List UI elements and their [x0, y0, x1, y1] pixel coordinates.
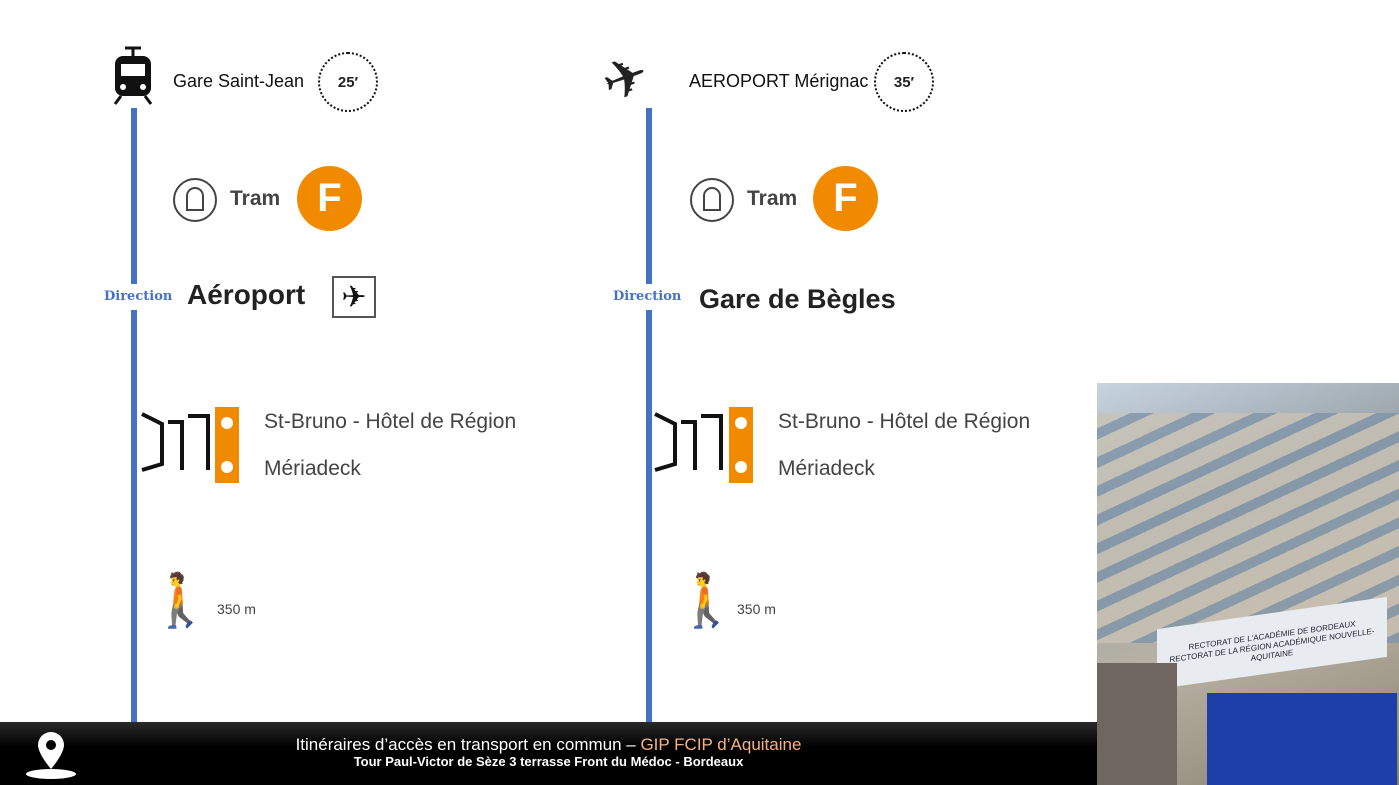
stop-name: St-Bruno - Hôtel de Région: [778, 410, 1031, 433]
duration: 25′: [337, 73, 359, 91]
map-pin-icon: [24, 730, 78, 785]
route-line: [646, 108, 652, 284]
pedestrian-icon: 🚶: [674, 572, 739, 630]
route-line: [131, 108, 137, 284]
route-line: [131, 310, 137, 722]
line-badge: F: [297, 166, 362, 231]
building-photo: RECTORAT DE L'ACADÉMIE DE BORDEAUX RECTO…: [1097, 383, 1399, 785]
metro-tram-icon: [651, 410, 726, 485]
stops-bar: [729, 407, 753, 483]
tram-icon: [690, 178, 734, 222]
walk-distance: 350 m: [737, 601, 776, 617]
pedestrian-icon: 🚶: [148, 572, 213, 630]
destination: Gare de Bègles: [699, 284, 896, 314]
walk-distance: 350 m: [217, 601, 256, 617]
footer-title: Itinéraires d’accès en transport en comm…: [295, 735, 641, 754]
destination: Aéroport: [187, 279, 306, 310]
airplane-icon: ✈: [594, 43, 658, 115]
route-line: [646, 310, 652, 722]
origin-station: AEROPORT Mérignac: [689, 71, 869, 91]
line-badge: F: [813, 166, 878, 231]
metro-tram-icon: [138, 410, 213, 485]
origin-station: Gare Saint-Jean: [173, 71, 305, 91]
tram-icon: [173, 178, 217, 222]
direction-label: Direction: [104, 289, 173, 304]
direction-label: Direction: [613, 289, 682, 304]
stop-name: St-Bruno - Hôtel de Région: [264, 410, 517, 433]
duration-clock: 35′: [874, 52, 934, 112]
footer-address: Tour Paul-Victor de Sèze 3 terrasse Fron…: [353, 754, 744, 769]
stop-name: Mériadeck: [264, 457, 361, 480]
mode-label: Tram: [230, 187, 281, 210]
mode-label: Tram: [747, 187, 798, 210]
stop-name: Mériadeck: [778, 457, 875, 480]
footer: Itinéraires d’accès en transport en comm…: [0, 722, 1097, 785]
footer-org: GIP FCIP d’Aquitaine: [640, 735, 802, 754]
stops-bar: [215, 407, 239, 483]
tram-front-icon: [111, 46, 155, 111]
duration-clock: 25′: [318, 52, 378, 112]
airplane-icon: ✈: [332, 276, 376, 318]
duration: 35′: [893, 73, 915, 91]
